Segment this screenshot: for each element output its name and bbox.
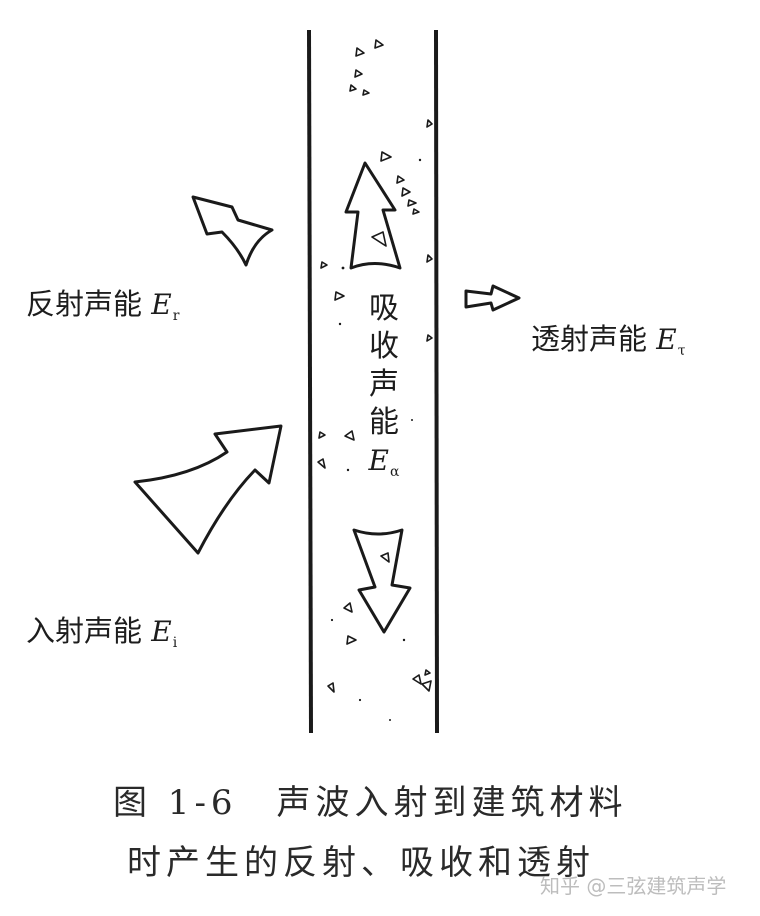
reflected-energy-text: 反射声能: [26, 287, 143, 321]
absorbed-energy-symbol-line: Eα: [364, 442, 404, 491]
absorbed-energy-symbol: E: [368, 444, 389, 477]
incident-energy-subscript: i: [172, 635, 178, 651]
transmitted-energy-subscript: τ: [677, 343, 686, 359]
reflected-energy-symbol: E: [151, 288, 172, 321]
incident-energy-label: 入射声能 Ei: [26, 614, 178, 651]
incident-energy-symbol: E: [151, 615, 172, 648]
absorbed-char-3: 声: [369, 367, 399, 402]
absorbed-arrow-up: [344, 161, 402, 270]
reflected-energy-label: 反射声能 Er: [26, 287, 180, 324]
absorbed-char-2: 收: [369, 329, 399, 364]
absorbed-char-4: 能: [369, 405, 399, 440]
transmitted-energy-text: 透射声能: [531, 322, 648, 356]
transmitted-energy-symbol: E: [656, 323, 677, 356]
wall-right-boundary: [434, 29, 439, 734]
wall-left-boundary: [307, 29, 313, 734]
reflected-arrow: [191, 195, 274, 267]
aggregate-dots: [330, 158, 422, 721]
reflected-energy-subscript: r: [172, 308, 180, 324]
absorbed-energy-label: 吸 收 声 能 Eα: [364, 290, 404, 491]
figure-caption-line-2: 时产生的反射、吸收和透射: [127, 843, 595, 883]
figure-caption-line-1: 图 1-6 声波入射到建筑材料: [113, 783, 628, 823]
absorbed-arrow-down: [352, 528, 412, 634]
aggregate-particles: [317, 39, 433, 693]
incident-energy-text: 入射声能: [26, 614, 143, 648]
incident-arrow: [133, 424, 283, 555]
absorbed-energy-subscript: α: [389, 464, 400, 480]
watermark: 知乎 @三弦建筑声学: [540, 874, 727, 898]
transmitted-arrow: [464, 284, 521, 312]
transmitted-energy-label: 透射声能 Eτ: [531, 322, 686, 359]
absorbed-char-1: 吸: [369, 291, 399, 326]
